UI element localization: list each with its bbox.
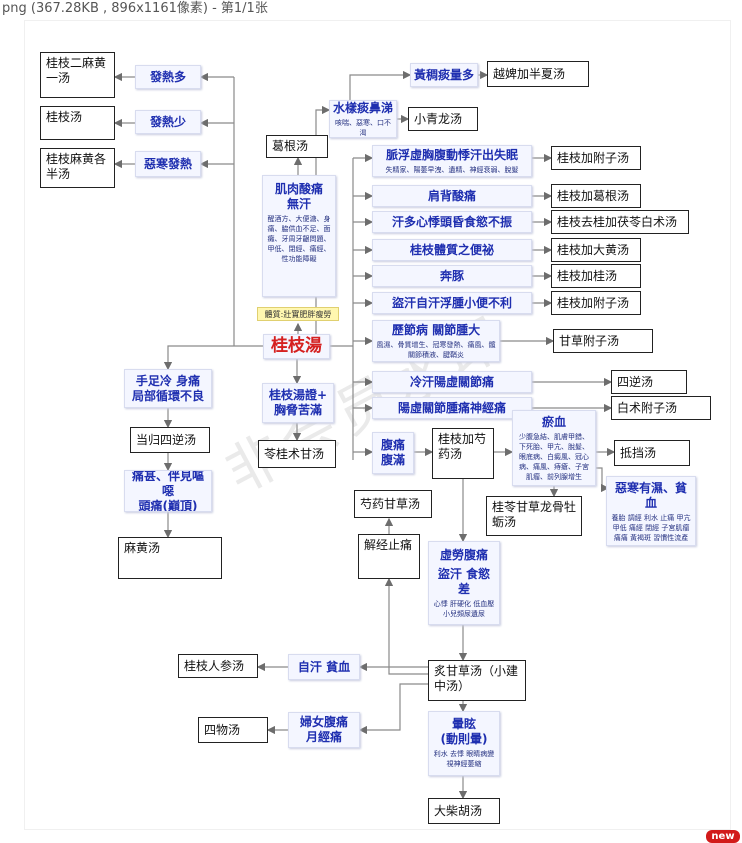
symptom-joint-swelling: 歷節病 關節腫大 風濕、骨質增生、冠寒發熱、痛風、髖關節積液、腱鞘炎 xyxy=(372,320,500,362)
stasis-subtext: 少腹急結、肌膚甲錯、下死胎、甲亢、脫髮、眼底病、白癜風、冠心病、痛風、痔瘡、子宮… xyxy=(519,433,589,481)
symptom-thick-phlegm: 黃稠痰量多 xyxy=(410,63,478,87)
formula-didang: 抵挡汤 xyxy=(614,440,690,466)
symptom-xulao: 虛勞腹痛 盜汗 食慾差 心悸 肝硬化 低血壓 小兒頻尿遺尿 xyxy=(428,541,500,625)
formula-gancao-fuzi: 甘草附子汤 xyxy=(553,329,653,353)
muscle-subtext: 醒酒方、大便溏、身痛、脇供血不足、面癱、牙周牙齦問題、甲低、閉經、痛經、性功能障… xyxy=(267,215,331,263)
joint-subtext: 風濕、骨質增生、冠寒發熱、痛風、髖關節積液、腱鞘炎 xyxy=(376,340,496,359)
headache-line2: 頭痛(巔頂) xyxy=(138,498,198,512)
symptom-watery-phlegm: 水樣痰鼻涕 咳喘、惡寒、口不渴 xyxy=(329,100,397,138)
headache-line1: 痛甚、伴見嘔噁 xyxy=(131,470,204,498)
symptom-guizhi-zheng: 桂枝湯證+ 胸脅苦滿 xyxy=(262,383,334,423)
formula-gegen: 葛根汤 xyxy=(266,135,328,158)
symptom-wet-cold-anemia: 惡寒有濕、貧血 養胎 調經 利水 止痛 甲亢 甲低 痛經 閉經 子宮肌瘤 痛痛 … xyxy=(606,476,696,546)
formula-guizhi-mahuang-geban: 桂枝麻黄各半汤 xyxy=(40,148,115,188)
symptom-sweat-palpitation: 汗多心悸頭昏食慾不振 xyxy=(372,211,532,233)
symptom-women-abd-pain: 婦女腹痛 月經痛 xyxy=(288,712,360,748)
formula-yuebi-banxia: 越婢加半夏汤 xyxy=(487,61,589,87)
formula-rx4: 桂枝加大黄汤 xyxy=(551,238,641,262)
xulao-line2: 盜汗 食慾差 xyxy=(437,567,491,596)
formula-shaoyao-gancao: 芍药甘草汤 xyxy=(354,490,432,518)
wet-cold-title: 惡寒有濕、貧血 xyxy=(614,481,687,510)
stasis-title: 瘀血 xyxy=(541,415,566,429)
women-line1: 婦女腹痛 xyxy=(299,715,348,729)
symptom-yang-deficiency: 陽虛關節腫痛神經痛 xyxy=(372,397,532,419)
phlegm-subtext: 咳喘、惡寒、口不渴 xyxy=(335,118,391,137)
xulao-line1: 虛勞腹痛 xyxy=(439,548,488,562)
muscle-title: 肌肉酸痛 xyxy=(274,182,323,196)
formula-guizhi-renshen: 桂枝人参汤 xyxy=(178,654,258,678)
formula-xiaoqinglong: 小青龙汤 xyxy=(408,107,478,131)
symptom-blood-stasis: 瘀血 少腹急結、肌膚甲錯、下死胎、甲亢、脫髮、眼底病、白癜風、冠心病、痛風、痔瘡… xyxy=(512,410,596,486)
constitution-note: 體質:壯實肥胖瘦勞 xyxy=(257,307,339,321)
formula-zhigancao: 炙甘草汤（小建中汤） xyxy=(428,660,526,701)
symptom-headache: 痛甚、伴見嘔噁 頭痛(巔頂) xyxy=(124,470,212,512)
joint-title: 歷節病 關節腫大 xyxy=(391,322,481,337)
xulao-subtext: 心悸 肝硬化 低血壓 小兒頻尿遺尿 xyxy=(433,600,495,618)
symptom-r1: 脈浮虛胸腹動悸汗出失眠 失精家、陽萎早洩、遺精、神經衰弱、脫髮 xyxy=(372,145,532,177)
abd-line2: 腹滿 xyxy=(380,453,405,467)
symptom-abd-pain: 腹痛 腹滿 xyxy=(372,432,414,474)
formula-mahuang: 麻黄汤 xyxy=(118,537,222,579)
formula-rx6: 桂枝加附子汤 xyxy=(551,291,641,315)
formula-linggui-zhugan: 苓桂术甘汤 xyxy=(258,440,336,468)
muscle-title-2: 無汗 xyxy=(286,197,311,211)
formula-siwu: 四物汤 xyxy=(198,717,268,743)
dizzy-subtext: 利水 去悸 眼睛病變 視神經萎縮 xyxy=(433,750,495,768)
symptom-cold-limbs: 手足冷 身痛 局部循環不良 xyxy=(124,369,212,408)
zheng-line1: 桂枝湯證+ xyxy=(268,388,328,402)
symptom-chills-fever: 惡寒發熱 xyxy=(135,151,201,177)
formula-guizhi-shaoyao: 桂枝加芍药汤 xyxy=(432,428,494,479)
zheng-line2: 胸脅苦滿 xyxy=(273,403,322,417)
center-guizhi-tang: 桂枝湯 xyxy=(263,334,330,359)
window-caption: png (367.28KB , 896x1161像素) - 第1/1张 xyxy=(2,1,268,16)
r1-subtext: 失精家、陽萎早洩、遺精、神經衰弱、脫髮 xyxy=(385,165,519,174)
symptom-shoulder-back: 肩背酸痛 xyxy=(372,185,532,207)
abd-line1: 腹痛 xyxy=(380,438,405,452)
symptom-constipation: 桂枝體質之便祕 xyxy=(372,239,532,261)
hands-cold-line2: 局部循環不良 xyxy=(131,388,204,403)
formula-danggui-sini: 当归四逆汤 xyxy=(130,427,210,453)
formula-baizhu-fuzi: 白术附子汤 xyxy=(611,396,711,420)
diagram-canvas xyxy=(24,20,731,830)
r1-title: 脈浮虛胸腹動悸汗出失眠 xyxy=(385,147,518,162)
hands-cold-line1: 手足冷 身痛 xyxy=(135,373,201,388)
women-line2: 月經痛 xyxy=(305,730,342,744)
symptom-night-sweat: 盜汗自汗浮腫小便不利 xyxy=(372,292,532,314)
formula-guizhi-ermahuang: 桂枝二麻黄一汤 xyxy=(40,52,115,98)
formula-rx2: 桂枝加葛根汤 xyxy=(551,184,641,208)
formula-guizhi: 桂枝汤 xyxy=(40,106,115,140)
symptom-sweat-anemia: 自汗 貧血 xyxy=(288,654,360,680)
symptom-fever-many: 發熱多 xyxy=(135,65,201,89)
phlegm-title: 水樣痰鼻涕 xyxy=(333,100,394,115)
dizzy-line2: (動則暈) xyxy=(440,732,488,746)
symptom-dizziness: 暈眩 (動則暈) 利水 去悸 眼睛病變 視神經萎縮 xyxy=(428,711,500,776)
formula-da-chaihu: 大柴胡汤 xyxy=(428,798,500,824)
new-badge: new xyxy=(706,830,740,843)
formula-rx5: 桂枝加桂汤 xyxy=(551,264,641,288)
dizzy-line1: 暈眩 xyxy=(451,717,476,731)
symptom-fever-few: 發熱少 xyxy=(135,110,201,134)
label-relieve-pain: 解经止痛 xyxy=(358,534,420,579)
formula-rx1: 桂枝加附子汤 xyxy=(551,146,641,170)
wet-cold-subtext: 養胎 調經 利水 止痛 甲亢 甲低 痛經 閉經 子宮肌瘤 痛痛 黃褐斑 習慣性流… xyxy=(611,514,691,542)
formula-rx3: 桂枝去桂加茯苓白术汤 xyxy=(551,210,689,234)
formula-guiling-longmu: 桂苓甘草龙骨牡蛎汤 xyxy=(486,496,582,536)
symptom-cold-sweat-joint: 冷汗陽虛關節痛 xyxy=(372,371,532,393)
formula-sini: 四逆汤 xyxy=(611,370,687,394)
symptom-muscle-pain: 肌肉酸痛 無汗 醒酒方、大便溏、身痛、脇供血不足、面癱、牙周牙齦問題、甲低、閉經… xyxy=(262,175,336,297)
symptom-bentun: 奔豚 xyxy=(372,265,532,287)
